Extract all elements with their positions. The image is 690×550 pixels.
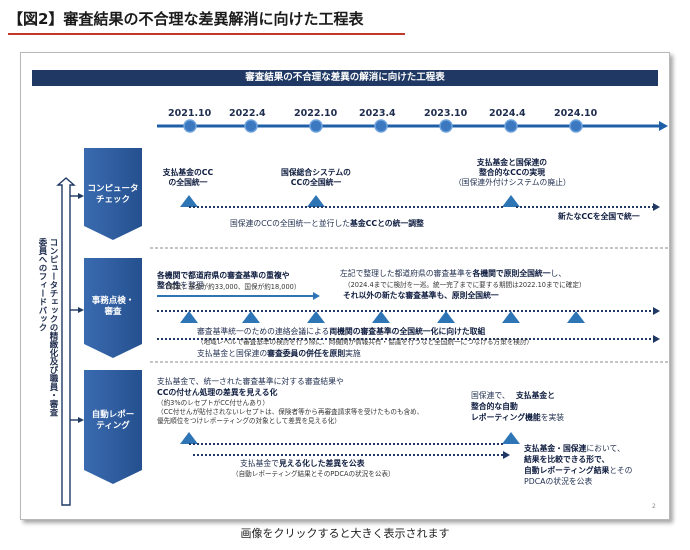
- ar-left-note2: （CC付せんが貼付されないレセプトは、保険者等から再審査請求等を受けたものも含め…: [157, 408, 424, 416]
- enlarge-caption[interactable]: 画像をクリックすると大きく表示されます: [240, 527, 450, 540]
- ar-triangle-1: [180, 432, 198, 444]
- year-label: 2022.4: [229, 108, 266, 119]
- diagram-banner: 審査結果の不合理な差異の解消に向けた工程表: [32, 70, 658, 86]
- phase-auto-report-shape: [84, 370, 142, 484]
- cc-item-3-note: （国保連外付けシステムの廃止）: [454, 178, 571, 187]
- ar-right2-bold2: 結果を比較できる形で、: [524, 455, 610, 464]
- milestone-dot: [309, 119, 323, 133]
- milestone-dot: [183, 119, 197, 133]
- cc-triangle-2: [307, 195, 325, 207]
- title-underline: [8, 33, 405, 35]
- or-right-bold2: それ以外の新たな審査基準も、原則全国統一: [343, 291, 499, 300]
- year-label: 2022.10: [294, 108, 338, 119]
- feedback-arrow: [56, 177, 76, 506]
- milestone-dot: [439, 119, 453, 133]
- year-label: 2024.10: [554, 108, 598, 119]
- ar-bottom: 支払基金で見える化した差異を公表: [240, 459, 365, 468]
- or-meeting-note: （地域レベルで審査基準の検討を行う際に、両機関が情報共有・協議を行うなど全国統一…: [197, 338, 534, 346]
- phase-office-review[interactable]: 事務点検・ 審査: [91, 296, 135, 317]
- or-members: 支払基金と国保連の審査委員の併任を原則実施: [197, 349, 361, 358]
- phase-computer-check[interactable]: コンピュータ チェック: [87, 184, 139, 205]
- ar-right2-line1: 支払基金・国保連において、: [524, 444, 625, 453]
- ar-triangle-2: [502, 432, 520, 444]
- ar-right2-line3: 自動レポーティング結果とその: [524, 466, 633, 475]
- page-number: 2: [652, 503, 656, 510]
- year-label: 2023.10: [424, 108, 468, 119]
- phase-computer-check-shape: [84, 148, 142, 240]
- ar-right-bold2: 整合的な自動: [471, 402, 518, 411]
- ar-left-note1: （約3%のレセプトがCC付せんあり）: [157, 399, 269, 407]
- or-right-note: （2024.4までに検討を一巡。統一完了までに要する期間は2022.10までに確…: [344, 281, 586, 289]
- or-head: 各機関で都道府県の審査基準の重複や 整合性を整理: [157, 271, 290, 290]
- or-right: 左記で整理した都道府県の審査基準を各機関で原則全国統一し、: [340, 269, 567, 278]
- page-title: 【図2】審査結果の不合理な差異解消に向けた工程表: [8, 10, 364, 28]
- cc-item-2: 国保総合システムの CCの全国統一: [281, 168, 351, 187]
- cc-coordination: 国保連のCCの全国統一と並行した基金CCとの統一調整: [230, 219, 424, 228]
- ar-left-note3: 優先順位をつけレポーティングの対象として差異を見える化）: [157, 417, 341, 425]
- year-label: 2024.4: [489, 108, 526, 119]
- ar-left-bold: CCの付せん処理の差異を見える化: [157, 388, 278, 397]
- ar-left-line1: 支払基金で、統一された審査基準に対する審査結果や: [157, 377, 344, 386]
- ar-right2-line4: PDCAの状況を公表: [524, 477, 593, 486]
- milestone-dot: [569, 119, 583, 133]
- cc-new-unification: 新たなCCを全国で統一: [558, 212, 640, 221]
- cc-triangle-1: [180, 195, 198, 207]
- milestone-dot: [374, 119, 388, 133]
- or-head-note: （現状：基金が約33,000、国保が約18,000）: [162, 283, 301, 291]
- ar-right-line1: 国保連で、: [471, 391, 510, 400]
- milestone-dot: [504, 119, 518, 133]
- or-meeting: 審査基準統一のための連絡会議による両機関の審査基準の全国統一化に向けた取組: [197, 327, 486, 336]
- ar-right-bold1: 支払基金と: [516, 391, 555, 400]
- year-label: 2023.4: [359, 108, 396, 119]
- year-label: 2021.10: [168, 108, 212, 119]
- cc-item-3: 支払基金と国保連の 整合的なCCの実現: [476, 158, 548, 177]
- side-label: コンピュータチェックの精緻化及び職員・審査委員へのフィードバック: [37, 238, 58, 417]
- phase-auto-report[interactable]: 自動レポー ティング: [91, 410, 135, 431]
- cc-item-1: 支払基金のCC の全国統一: [162, 168, 214, 187]
- milestone-dot: [244, 119, 258, 133]
- cc-triangle-3: [502, 195, 520, 207]
- ar-bottom-note: （自動レポーティング結果とそのPDCAの状況を公表）: [232, 470, 395, 478]
- phase-office-review-shape: [84, 258, 142, 358]
- ar-right-line3: レポーティング機能を実装: [471, 413, 565, 422]
